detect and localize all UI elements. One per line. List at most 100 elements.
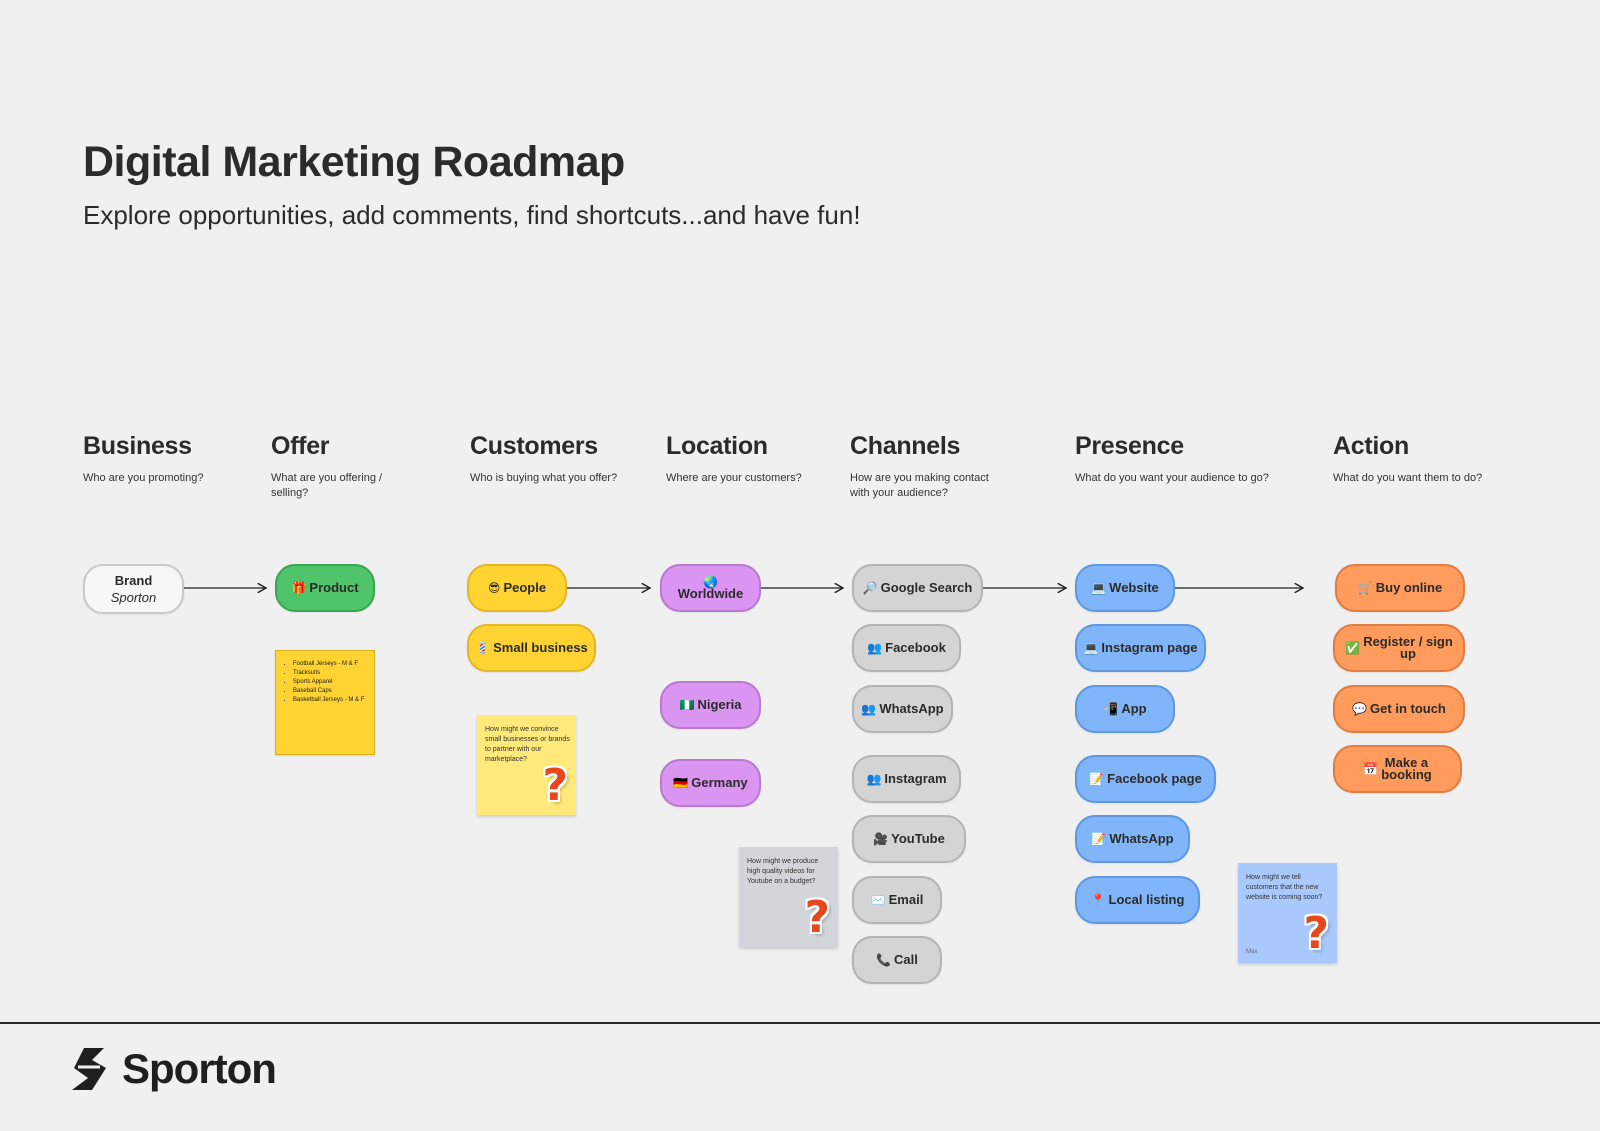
column-title: Action [1333,432,1409,460]
channel-email-node[interactable]: ✉️ Email [852,876,942,924]
column-question: How are you making contact with your aud… [850,472,989,499]
cart-icon: 🛒 [1357,581,1373,595]
sticky-note-text: How might we convince small businesses o… [485,726,570,763]
action-make-booking-node[interactable]: 📅 Make a booking [1333,745,1462,793]
product-node[interactable]: 🎁 Product [275,564,375,612]
node-label: Buy online [1375,580,1443,595]
column-channels: Channels How are you making contact with… [850,432,990,501]
column-title: Business [83,432,192,460]
node-label: Germany [691,775,748,790]
action-get-in-touch-node[interactable]: 💬 Get in touch [1333,685,1465,733]
column-question: Who are you promoting? [83,472,204,484]
node-label: Facebook page [1107,771,1202,786]
channel-instagram-node[interactable]: 👥 Instagram [852,755,961,803]
node-label: Facebook [885,640,946,655]
action-buy-online-node[interactable]: 🛒 Buy online [1335,564,1465,612]
presence-instagram-page-node[interactable]: 💻 Instagram page [1075,624,1206,672]
people-icon: 👥 [866,772,882,786]
column-business: Business Who are you promoting? [83,432,233,486]
node-label: Worldwide [677,586,744,601]
node-label: Email [888,892,924,907]
node-label: Instagram page [1101,640,1198,655]
customer-people-node[interactable]: 😎 People [467,564,567,612]
node-label: App [1121,701,1147,716]
node-label: WhatsApp [879,701,944,716]
brand-node[interactable]: Brand Sporton [83,564,184,614]
footer-divider [0,1022,1600,1024]
node-label: Google Search [880,580,973,595]
sticky-note-text: How might we produce high quality videos… [747,858,819,885]
sporton-logo: Sporton [70,1045,277,1093]
list-item: Football Jerseys - M & F [293,660,374,669]
node-label: People [503,580,547,595]
sticky-note-customers[interactable]: How might we convince small businesses o… [477,715,576,815]
sticky-note-channels[interactable]: How might we produce high quality videos… [739,847,838,947]
sticky-note-presence[interactable]: How might we tell customers that the new… [1238,863,1337,963]
laptop-icon: 💻 [1083,641,1099,655]
page-title: Digital Marketing Roadmap [83,138,625,186]
column-question: Who is buying what you offer? [470,472,618,484]
location-nigeria-node[interactable]: 🇳🇬 Nigeria [660,681,761,729]
column-title: Customers [470,432,598,460]
node-label: Instagram [884,771,947,786]
column-title: Location [666,432,768,460]
customer-small-business-node[interactable]: 💈 Small business [467,624,596,672]
column-title: Channels [850,432,961,460]
brand-name: Sporton [110,589,157,605]
mobile-phone-icon: 📲 [1103,702,1119,716]
column-title: Offer [271,432,330,460]
sunglasses-icon: 😎 [487,581,501,595]
node-label: Get in touch [1370,701,1446,716]
people-icon: 👥 [861,702,877,716]
channel-youtube-node[interactable]: 🎥 YouTube [852,815,966,863]
calendar-icon: 📅 [1363,762,1378,776]
node-label: Register / sign up [1363,634,1453,661]
channel-whatsapp-node[interactable]: 👥 WhatsApp [852,685,953,733]
list-item: Tracksuits [293,669,374,678]
presence-whatsapp-node[interactable]: 📝 WhatsApp [1075,815,1190,863]
gift-icon: 🎁 [291,581,307,595]
sporton-logo-icon [72,1048,106,1090]
node-label: Small business [493,640,588,655]
presence-website-node[interactable]: 💻 Website [1075,564,1175,612]
people-icon: 👥 [867,641,883,655]
sticky-note-text: How might we tell customers that the new… [1246,874,1323,901]
product-list: Football Jerseys - M & F Tracksuits Spor… [276,660,374,705]
pin-icon: 📍 [1090,893,1106,907]
column-title: Presence [1075,432,1184,460]
video-camera-icon: 🎥 [873,832,889,846]
presence-app-node[interactable]: 📲 App [1075,685,1175,733]
globe-icon: 🌏 [703,575,718,589]
speech-bubble-icon: 💬 [1352,702,1368,716]
column-location: Location Where are your customers? [666,432,816,486]
magnifier-icon: 🔎 [862,581,878,595]
product-list-note[interactable]: Football Jerseys - M & F Tracksuits Spor… [275,650,375,755]
memo-icon: 📝 [1089,772,1105,786]
question-mark-icon: ? [804,892,830,943]
envelope-icon: ✉️ [870,893,886,907]
location-germany-node[interactable]: 🇩🇪 Germany [660,759,761,807]
nigeria-flag-icon: 🇳🇬 [679,698,695,712]
laptop-icon: 💻 [1091,581,1107,595]
action-register-node[interactable]: ✅ Register / sign up [1333,624,1465,672]
column-question: What do you want your audience to go? [1075,472,1269,484]
check-icon: ✅ [1345,641,1360,655]
location-worldwide-node[interactable]: 🌏 Worldwide [660,564,761,612]
memo-icon: 📝 [1091,832,1107,846]
column-question: What do you want them to do? [1333,472,1483,484]
channel-google-search-node[interactable]: 🔎 Google Search [852,564,983,612]
presence-local-listing-node[interactable]: 📍 Local listing [1075,876,1200,924]
node-label: Local listing [1108,892,1185,907]
presence-facebook-page-node[interactable]: 📝 Facebook page [1075,755,1216,803]
brand-label: Brand [114,572,153,588]
footer [0,1024,1600,1131]
node-label: Nigeria [697,697,742,712]
node-label: WhatsApp [1109,831,1174,846]
phone-icon: 📞 [876,953,892,967]
column-action: Action What do you want them to do? [1333,432,1493,486]
channel-call-node[interactable]: 📞 Call [852,936,942,984]
question-mark-icon: ? [1303,908,1329,959]
channel-facebook-node[interactable]: 👥 Facebook [852,624,961,672]
column-customers: Customers Who is buying what you offer? [470,432,620,486]
column-presence: Presence What do you want your audience … [1075,432,1275,486]
